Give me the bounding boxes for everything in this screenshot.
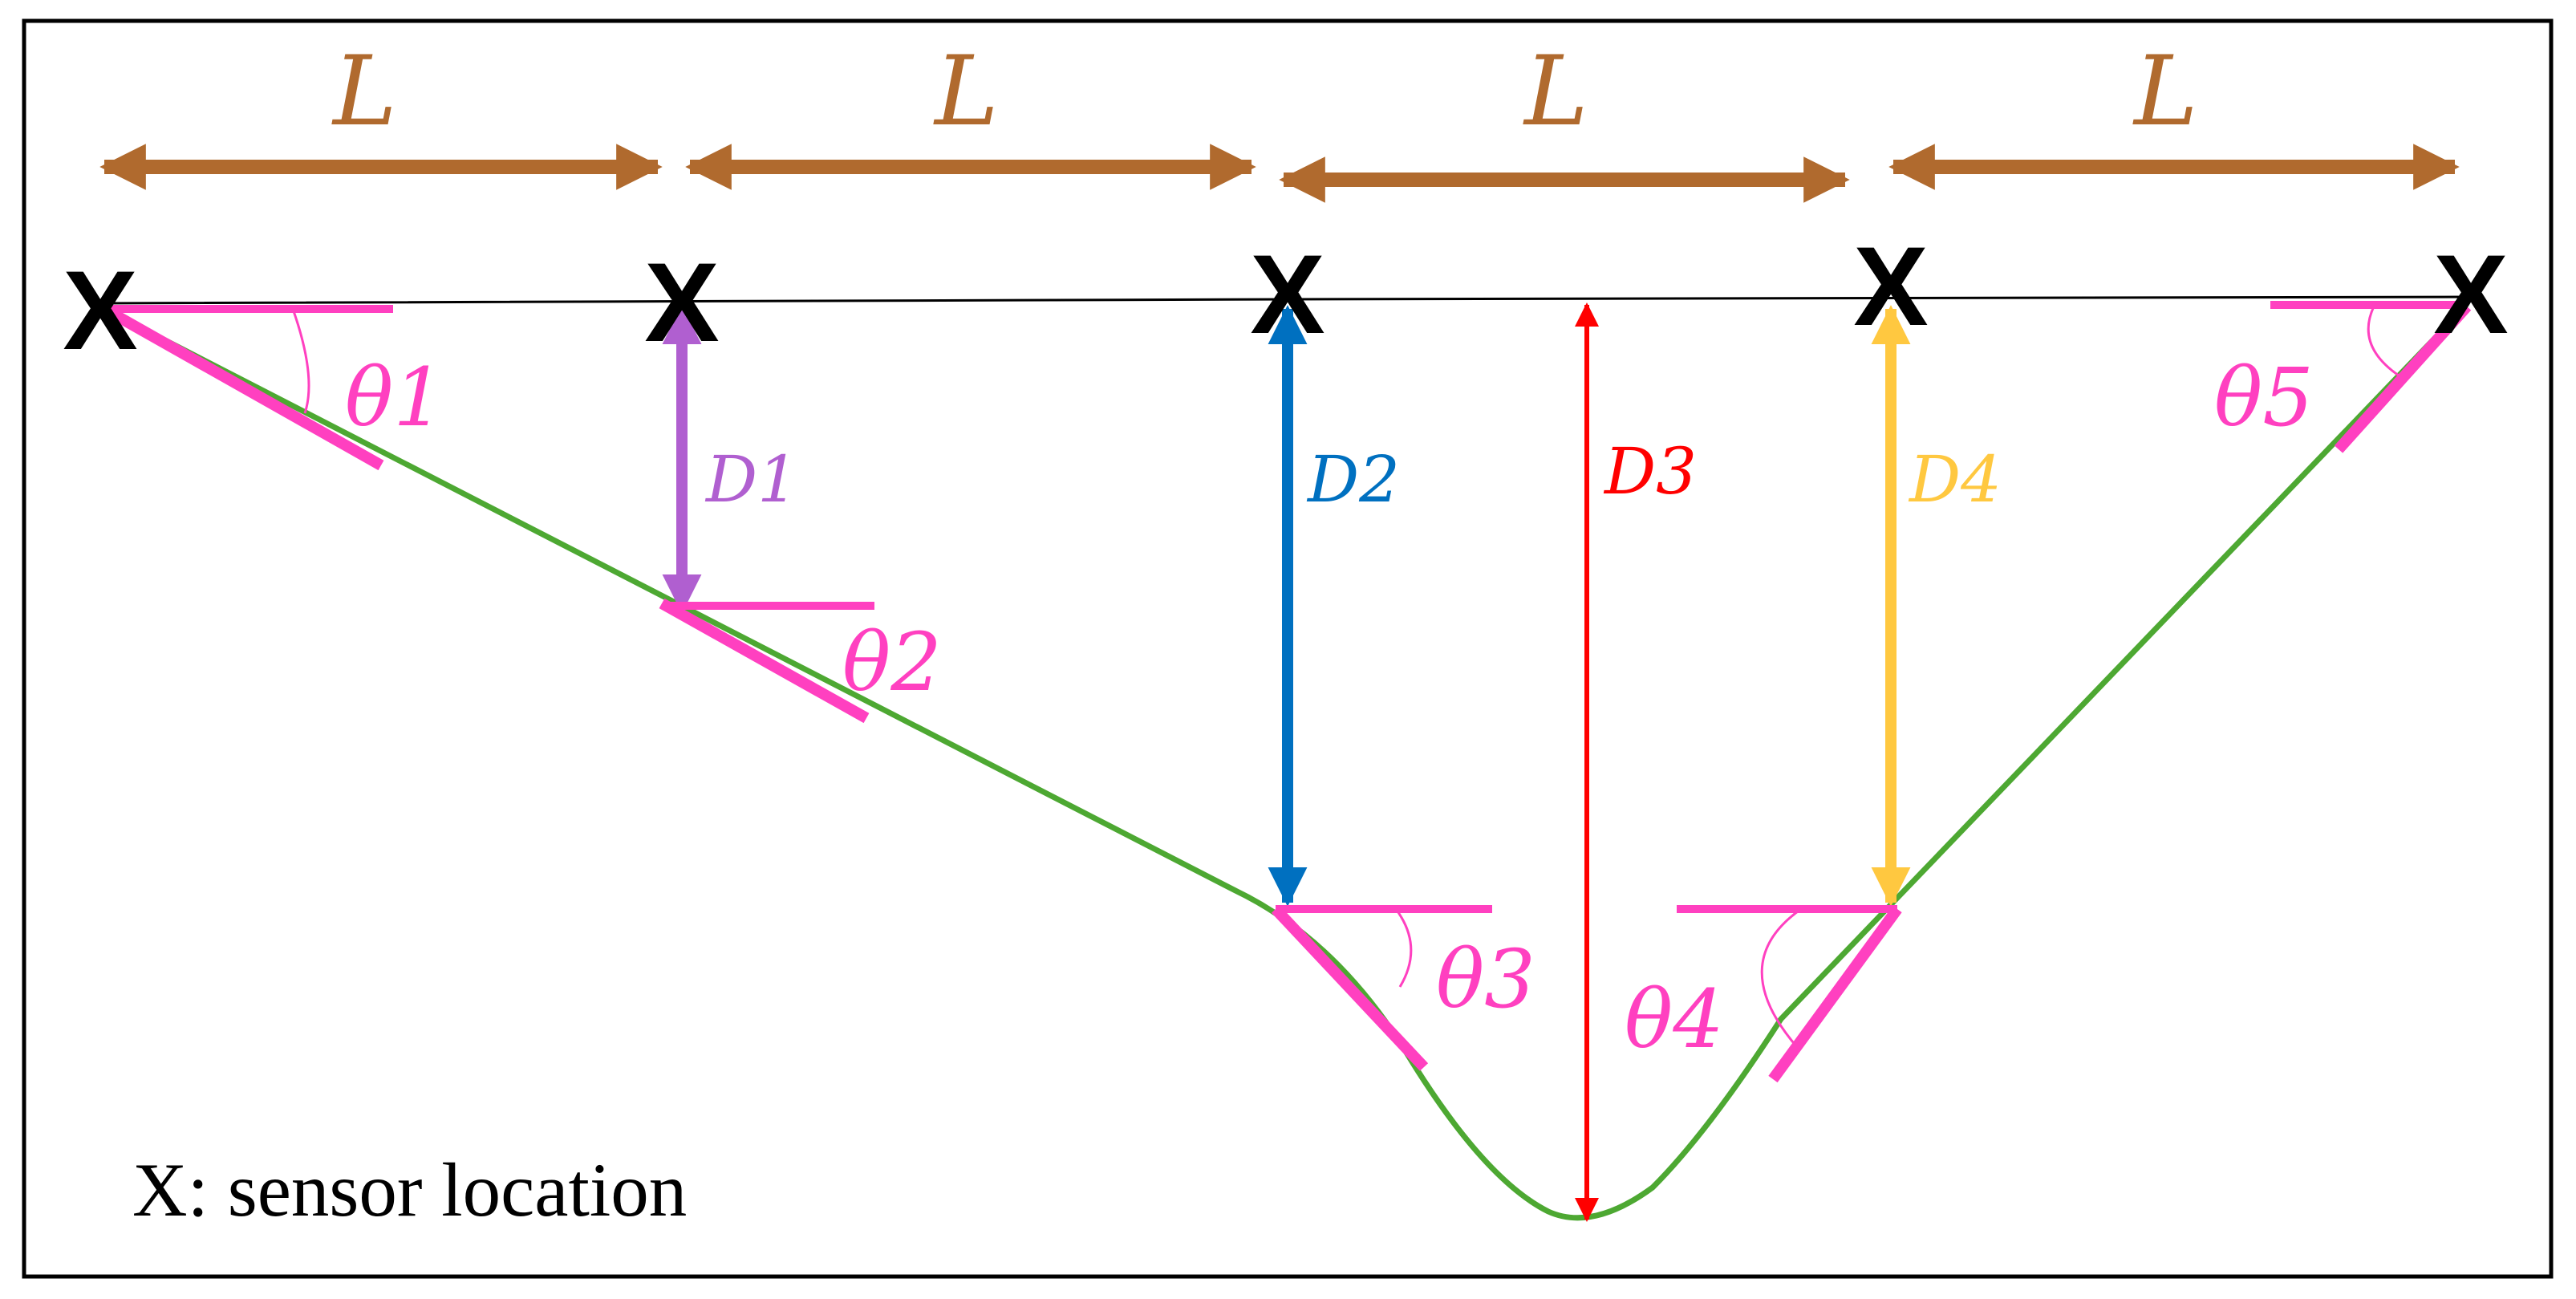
angle-1-tangent — [101, 303, 384, 471]
depth-label-d4: D4 — [1908, 442, 2002, 517]
angle-3-tangent — [1271, 905, 1429, 1071]
angle-4-arc — [1760, 907, 1802, 1048]
depth-label-d3: D3 — [1603, 434, 1697, 509]
angle-label-3: θ3 — [1436, 932, 1535, 1026]
sensor-marker-2: X — [644, 239, 719, 365]
angle-label-4: θ4 — [1625, 972, 1724, 1066]
angle-2-tangent — [659, 598, 870, 724]
spacing-label-1: L — [331, 36, 397, 148]
sensor-marker-4: X — [1853, 223, 1928, 349]
depth-label-d1: D1 — [704, 442, 798, 517]
deflection-curve — [103, 306, 2465, 1221]
diagram-frame — [22, 18, 2554, 1279]
angle-4-tangent — [1768, 905, 1902, 1083]
angle-label-2: θ2 — [842, 615, 942, 709]
angle-1-arc — [291, 308, 310, 414]
sensor-marker-1: X — [63, 247, 137, 373]
depth-label-d2: D2 — [1306, 442, 1400, 517]
spacing-label-2: L — [933, 36, 999, 148]
angle-3-arc — [1394, 908, 1413, 988]
sensor-marker-3: X — [1250, 231, 1325, 357]
sensor-marker-5: X — [2433, 231, 2508, 357]
angle-label-1: θ1 — [345, 351, 444, 445]
angle-label-5: θ5 — [2214, 351, 2314, 445]
angle-5-arc — [2367, 304, 2400, 377]
angle-markers — [101, 301, 2472, 1083]
spacing-label-4: L — [2132, 36, 2198, 148]
spacing-label-3: L — [1523, 36, 1588, 148]
legend-text: X: sensor location — [132, 1147, 687, 1232]
angle-5-tangent — [2334, 302, 2472, 453]
spacing-arrows — [99, 144, 2460, 203]
reference-line — [95, 295, 2472, 305]
